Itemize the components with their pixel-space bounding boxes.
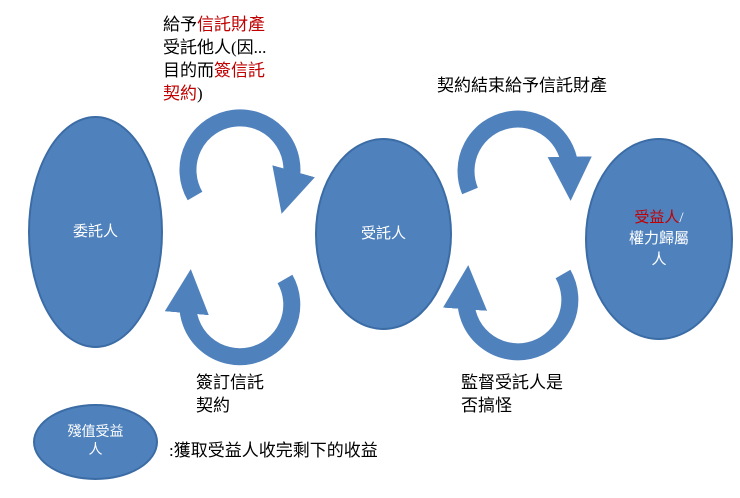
beneficiary-line1: 受益人/ xyxy=(629,208,689,229)
beneficiary-label: 受益人/ 權力歸屬 人 xyxy=(629,208,689,271)
residual-beneficiary-label: 殘值受益 人 xyxy=(68,424,124,460)
text-segment: 給予 xyxy=(163,15,197,34)
label-residual-note: :獲取受益人收完剩下的收益 xyxy=(169,441,378,460)
give-line3: 目的而簽信託 xyxy=(163,60,266,83)
residual-line2: 人 xyxy=(88,443,103,458)
label-contract-end: 契約結束給予信託財產 xyxy=(437,76,607,95)
text-segment-red: 契約 xyxy=(163,83,197,103)
arrow-sign-contract-icon xyxy=(164,269,301,366)
sign-line1: 簽訂信託 xyxy=(196,373,264,392)
residual-beneficiary-node: 殘值受益 人 xyxy=(33,404,158,480)
text-segment-red: 信託財產 xyxy=(197,15,265,34)
beneficiary-line3: 人 xyxy=(651,251,667,268)
trustor-label: 委託人 xyxy=(72,223,118,240)
text-segment-red: 簽信託 xyxy=(214,60,265,80)
sign-line2: 契約 xyxy=(196,395,230,415)
text-segment: ) xyxy=(197,83,203,103)
beneficiary-slash: / xyxy=(679,209,684,226)
supervise-line2: 否搞怪 xyxy=(461,395,512,415)
trustee-node: 受託人 xyxy=(315,138,452,330)
arrow-give-property-icon xyxy=(179,109,315,214)
give-line2: 受託他人(因... xyxy=(163,37,267,57)
trustor-node: 委託人 xyxy=(28,116,163,348)
residual-line1: 殘值受益 xyxy=(67,424,124,440)
label-give-trust-property: 給予信託財產 受託他人(因... 目的而簽信託 契約) xyxy=(163,14,266,106)
label-sign-trust-contract: 簽訂信託 契約 xyxy=(196,372,264,418)
arrow-return-property-icon xyxy=(457,110,592,201)
give-line1: 給予信託財產 xyxy=(163,14,266,37)
beneficiary-line2: 權力歸屬 xyxy=(628,230,689,247)
arrow-supervise-icon xyxy=(443,265,579,361)
trustee-label: 受託人 xyxy=(360,225,406,242)
beneficiary-red-text: 受益人 xyxy=(634,209,680,226)
supervise-line1: 監督受託人是 xyxy=(461,373,563,392)
beneficiary-node: 受益人/ 權力歸屬 人 xyxy=(585,138,733,340)
label-supervise-trustee: 監督受託人是 否搞怪 xyxy=(461,372,563,418)
text-segment: 目的而 xyxy=(163,60,214,80)
give-line4: 契約) xyxy=(163,83,266,106)
